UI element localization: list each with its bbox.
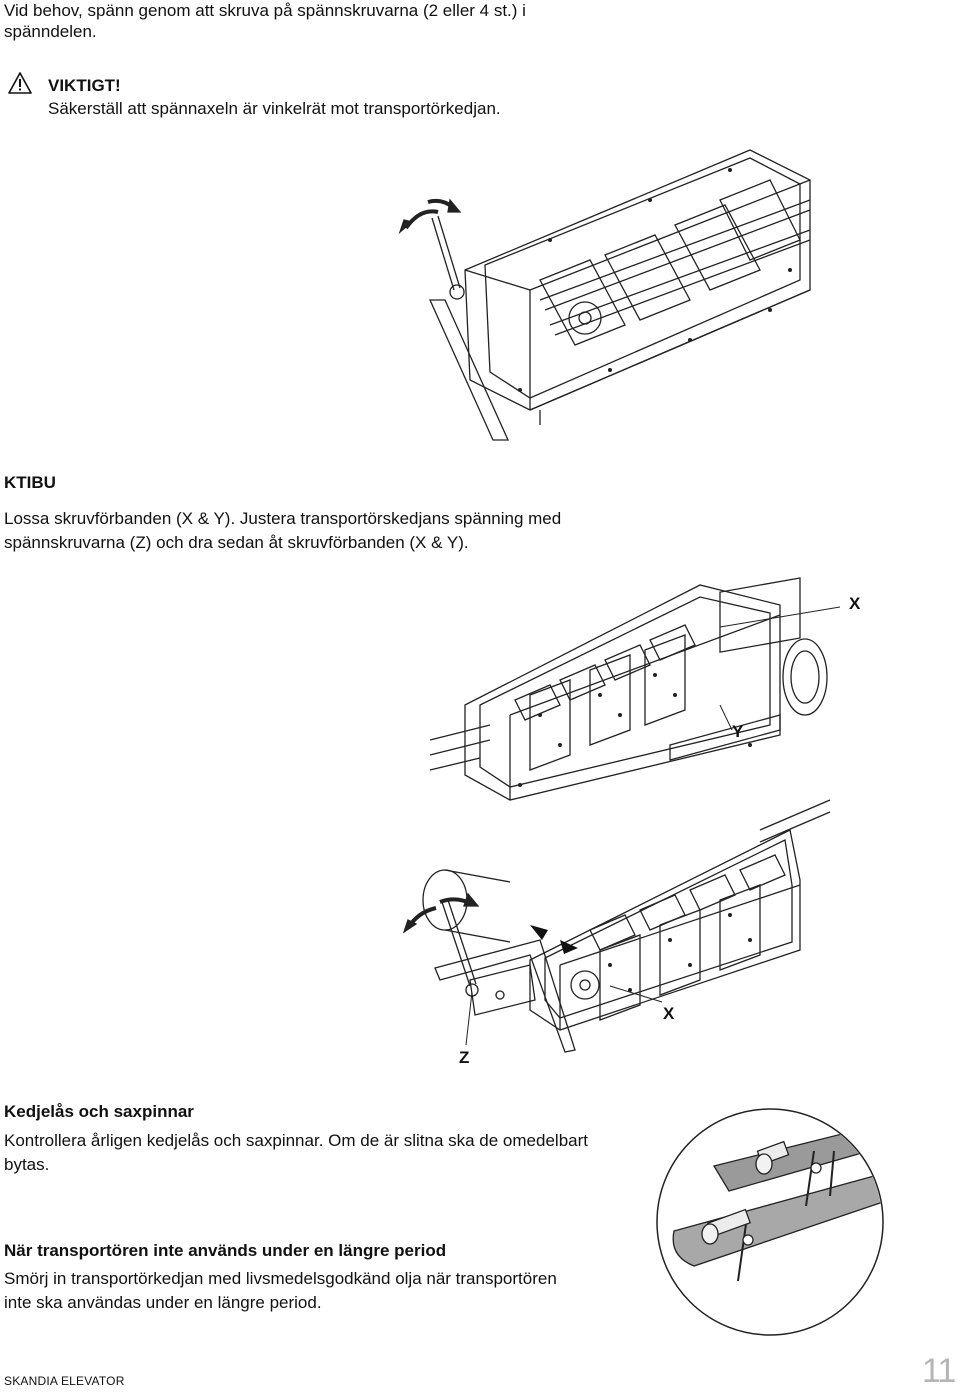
figure-tension-wrench xyxy=(390,140,820,450)
storage-heading: När transportören inte används under en … xyxy=(4,1241,447,1260)
page-number: 11 xyxy=(922,1352,956,1390)
storage-line-2: inte ska användas under en längre period… xyxy=(4,1293,322,1312)
ktibu-heading: KTIBU xyxy=(4,473,56,492)
label-x-top: X xyxy=(849,594,861,613)
chainlock-line-2: bytas. xyxy=(4,1155,50,1174)
footer-company: SKANDIA ELEVATOR xyxy=(4,1374,125,1388)
chainlock-heading: Kedjelås och saxpinnar xyxy=(4,1102,194,1121)
warning-title: VIKTIGT! xyxy=(48,76,121,95)
intro-line-2: spänndelen. xyxy=(4,22,97,41)
warning-icon xyxy=(8,72,32,94)
intro-line-1: Vid behov, spänn genom att skruva på spä… xyxy=(4,1,526,20)
ktibu-line-2: spännskruvarna (Z) och dra sedan åt skru… xyxy=(4,533,469,552)
storage-line-1: Smörj in transportörkedjan med livsmedel… xyxy=(4,1269,557,1288)
figure-drive-unit xyxy=(420,555,880,805)
label-x-bottom: X xyxy=(663,1004,675,1023)
ktibu-line-1: Lossa skruvförbanden (X & Y). Justera tr… xyxy=(4,509,562,528)
figure-chain-link-detail xyxy=(654,1106,886,1338)
figure-tension-end xyxy=(400,790,840,1055)
chainlock-line-1: Kontrollera årligen kedjelås och saxpinn… xyxy=(4,1131,588,1150)
label-z: Z xyxy=(459,1048,470,1067)
label-y: Y xyxy=(732,722,744,741)
warning-text: Säkerställ att spännaxeln är vinkelrät m… xyxy=(48,99,501,118)
